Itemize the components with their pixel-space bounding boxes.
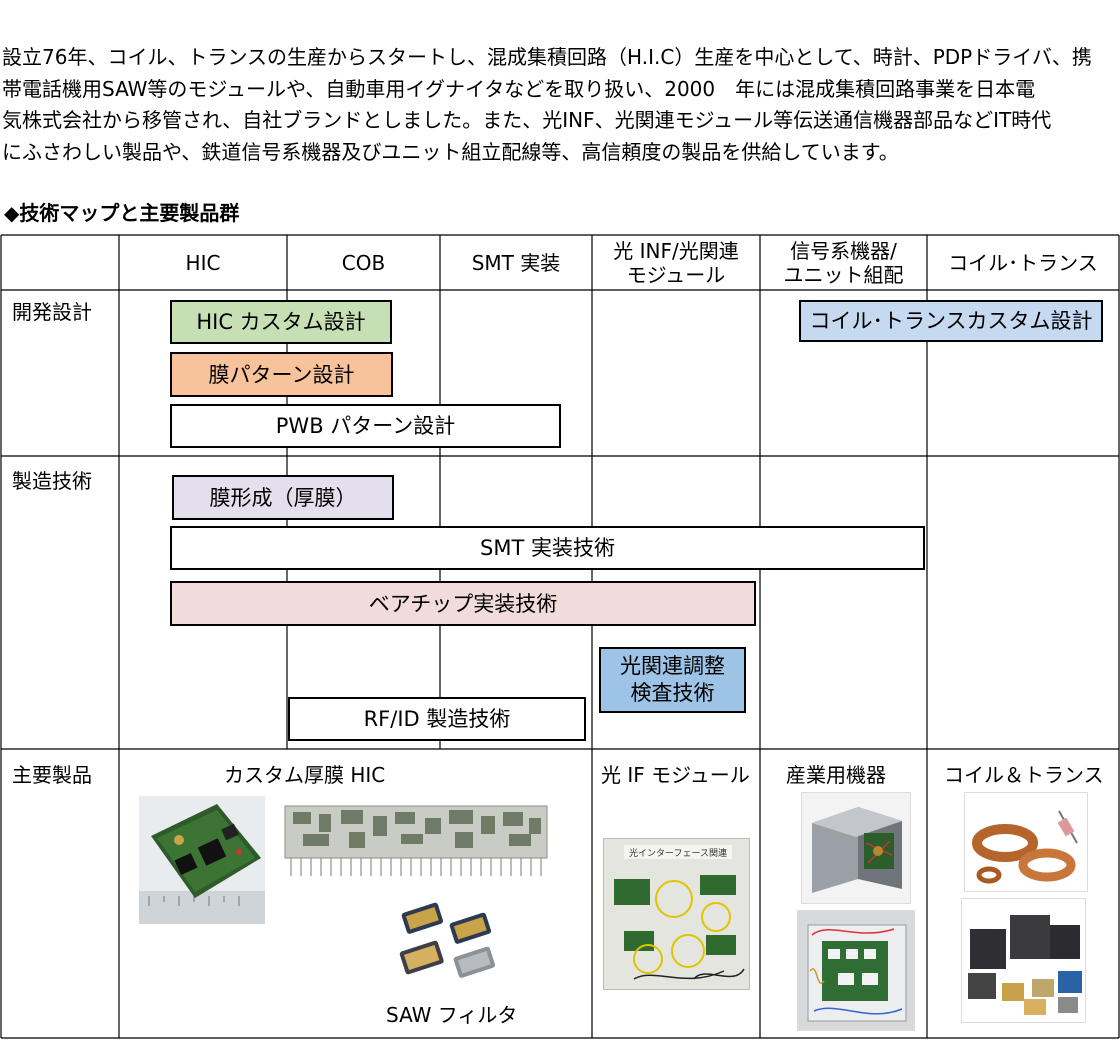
bar-smt-tech: SMT 実装技術 bbox=[170, 526, 925, 570]
product-label-industrial: 産業用機器 bbox=[786, 763, 886, 787]
row-label-manufacturing: 製造技術 bbox=[12, 469, 92, 493]
bar-bare-chip-tech: ベアチップ実装技術 bbox=[170, 581, 756, 626]
col-header-hic: HIC bbox=[185, 251, 221, 275]
industrial-equipment-photo-1 bbox=[801, 792, 911, 904]
col-header-optical: 光 INF/光関連 モジュール bbox=[613, 239, 739, 287]
hic-module-photo bbox=[139, 796, 265, 924]
row-label-products: 主要製品 bbox=[12, 763, 92, 787]
product-label-coil-trans: コイル＆トランス bbox=[944, 763, 1104, 787]
intro-paragraph: 設立76年、コイル、トランスの生産からスタートし、混成集積回路（H.I.C）生産… bbox=[2, 42, 1120, 168]
section-heading: ◆技術マップと主要製品群 bbox=[4, 201, 240, 225]
intro-line-4: にふさわしい製品や、鉄道信号系機器及びユニット組立配線等、高信頼度の製品を供給し… bbox=[2, 139, 899, 164]
col-header-signal: 信号系機器/ ユニット組配 bbox=[783, 239, 904, 287]
bar-pwb-pattern-design: PWB パターン設計 bbox=[170, 404, 561, 448]
coil-toroid-photo bbox=[964, 792, 1088, 892]
product-label-saw-filter: SAW フィルタ bbox=[386, 1003, 518, 1027]
product-label-optical-if: 光 IF モジュール bbox=[601, 763, 750, 787]
bar-film-pattern-design: 膜パターン設計 bbox=[170, 352, 393, 397]
bar-optical-adjust-tech: 光関連調整 検査技術 bbox=[599, 647, 746, 713]
transformer-photo bbox=[961, 898, 1086, 1023]
intro-line-1: 設立76年、コイル、トランスの生産からスタートし、混成集積回路（H.I.C）生産… bbox=[2, 45, 1092, 69]
optical-board-caption: 光インターフェース関連 bbox=[629, 847, 727, 859]
bar-coil-custom-design: コイル･トランスカスタム設計 bbox=[799, 300, 1103, 342]
intro-line-2: 帯電話機用SAW等のモジュールや、自動車用イグナイタなどを取り扱い、2000 年… bbox=[2, 76, 1036, 101]
intro-line-3: 気株式会社から移管され、自社ブランドとしました。また、光INF、光関連モジュール… bbox=[2, 108, 1052, 132]
col-header-cob: COB bbox=[341, 251, 386, 275]
row-label-design: 開発設計 bbox=[12, 300, 92, 324]
hic-substrate-photo bbox=[283, 800, 551, 878]
industrial-equipment-photo-2 bbox=[797, 910, 915, 1031]
product-label-custom-hic: カスタム厚膜 HIC bbox=[224, 763, 386, 787]
col-header-smt: SMT 実装 bbox=[471, 251, 561, 275]
bar-rfid-tech: RF/ID 製造技術 bbox=[288, 697, 586, 741]
col-header-coil: コイル･トランス bbox=[948, 251, 1098, 275]
saw-filter-photo bbox=[393, 895, 508, 987]
optical-if-module-photo: 光インターフェース関連 bbox=[603, 838, 750, 990]
bar-film-forming: 膜形成（厚膜） bbox=[172, 475, 394, 520]
bar-hic-custom-design: HIC カスタム設計 bbox=[170, 300, 392, 344]
